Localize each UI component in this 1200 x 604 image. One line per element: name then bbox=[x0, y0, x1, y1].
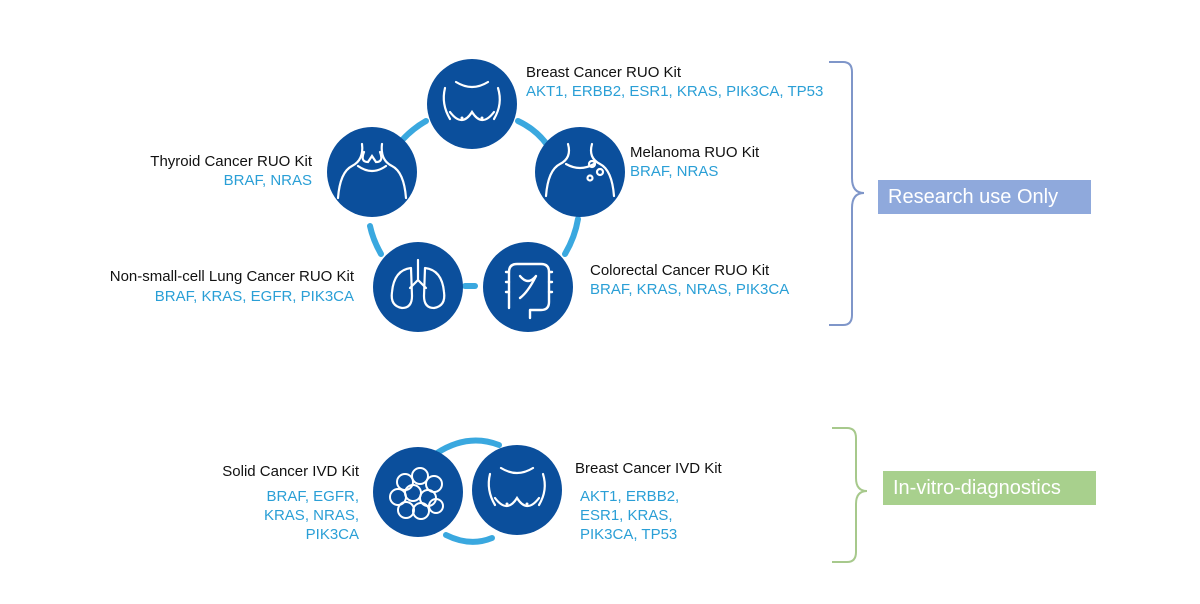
connector-breast-melanoma bbox=[515, 118, 551, 149]
breast-ivd-kit-genes: AKT1, ERBB2, ESR1, KRAS, PIK3CA, TP53 bbox=[580, 487, 679, 544]
breast-ruo-kit-genes: AKT1, ERBB2, ESR1, KRAS, PIK3CA, TP53 bbox=[526, 83, 824, 100]
breast-ruo-kit-name: Breast Cancer RUO Kit bbox=[526, 64, 682, 81]
solid-cancer-ivd-icon bbox=[373, 447, 463, 537]
breast-ruo-icon bbox=[427, 59, 517, 149]
thyroid-ruo-kit-name: Thyroid Cancer RUO Kit bbox=[150, 153, 312, 170]
in-vitro-diagnostics-badge: In-vitro-diagnostics bbox=[883, 471, 1096, 505]
gene-line: BRAF, EGFR, bbox=[266, 488, 359, 505]
research-use-only-badge: Research use Only bbox=[878, 180, 1091, 214]
lung-ruo-kit-name: Non-small-cell Lung Cancer RUO Kit bbox=[109, 268, 354, 285]
ivd-connectors bbox=[434, 437, 502, 545]
thyroid-ruo-kit-genes: BRAF, NRAS bbox=[223, 172, 312, 189]
melanoma-ruo-kit-name: Melanoma RUO Kit bbox=[630, 144, 760, 161]
connector-lung-thyroid bbox=[367, 223, 384, 257]
lung-ruo-icon bbox=[373, 242, 463, 332]
gene-line: KRAS, NRAS, bbox=[263, 507, 359, 524]
connector-melanoma-colorectal bbox=[562, 216, 581, 257]
colorectal-ruo-kit-name: Colorectal Cancer RUO Kit bbox=[590, 262, 770, 279]
melanoma-ruo-kit-genes: BRAF, NRAS bbox=[630, 163, 719, 180]
colorectal-ruo-kit-genes: BRAF, KRAS, NRAS, PIK3CA bbox=[590, 281, 790, 298]
breast-ivd-icon bbox=[472, 445, 562, 535]
colorectal-ruo-icon bbox=[483, 242, 573, 332]
thyroid-ruo-icon bbox=[327, 127, 417, 217]
gene-line: AKT1, ERBB2, bbox=[580, 488, 680, 505]
solid-cancer-ivd-kit-genes: BRAF, EGFR, KRAS, NRAS, PIK3CA bbox=[264, 487, 359, 544]
ruo-bracket bbox=[829, 61, 865, 326]
solid-cancer-ivd-kit-name: Solid Cancer IVD Kit bbox=[222, 463, 359, 480]
ivd-bracket bbox=[832, 427, 868, 563]
gene-line: PIK3CA bbox=[305, 526, 359, 543]
gene-line: PIK3CA, TP53 bbox=[580, 526, 678, 543]
connector-ivd-bottom bbox=[443, 532, 495, 545]
breast-ivd-kit-name: Breast Cancer IVD Kit bbox=[575, 460, 722, 477]
lung-ruo-kit-genes: BRAF, KRAS, EGFR, PIK3CA bbox=[154, 288, 354, 305]
connector-ivd-top bbox=[434, 437, 502, 456]
melanoma-ruo-icon bbox=[535, 127, 625, 217]
gene-line: ESR1, KRAS, bbox=[580, 507, 673, 524]
